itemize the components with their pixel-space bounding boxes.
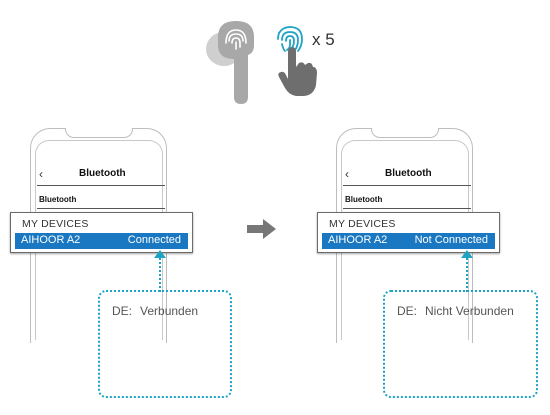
tap-count-label: x 5	[312, 30, 335, 49]
translation-callout-right: DE: Nicht Verbunden	[383, 290, 538, 398]
callout-lang: DE:	[397, 304, 418, 318]
device-name: AIHOOR A2	[21, 234, 81, 246]
devices-header: MY DEVICES	[22, 218, 89, 230]
device-row[interactable]: AIHOOR A2 Connected	[15, 233, 188, 249]
device-name: AIHOOR A2	[328, 234, 388, 246]
chevron-left-icon[interactable]: ‹	[39, 167, 43, 181]
arrow-right-icon	[247, 219, 276, 239]
phone-notch	[64, 128, 133, 138]
callout-text: Verbunden	[140, 304, 199, 318]
screen-title: Bluetooth	[385, 168, 432, 179]
bluetooth-row[interactable]: Bluetooth	[345, 195, 383, 204]
devices-header: MY DEVICES	[329, 218, 396, 230]
device-status: Not Connected	[414, 234, 488, 246]
my-devices-popup-left: MY DEVICES AIHOOR A2 Connected	[10, 212, 193, 253]
chevron-left-icon[interactable]: ‹	[345, 167, 349, 181]
callout-connector	[159, 258, 161, 292]
callout-connector	[466, 258, 468, 292]
tapping-hand-icon	[278, 47, 317, 96]
screen-title: Bluetooth	[79, 168, 126, 179]
phone-notch	[370, 128, 439, 138]
bluetooth-row[interactable]: Bluetooth	[39, 195, 77, 204]
earbud-icon	[206, 21, 254, 104]
divider	[37, 185, 165, 186]
fingerprint-touch-icon	[277, 26, 303, 52]
translation-callout-left: DE: Verbunden	[98, 290, 232, 398]
my-devices-popup-right: MY DEVICES AIHOOR A2 Not Connected	[317, 212, 500, 253]
device-row[interactable]: AIHOOR A2 Not Connected	[322, 233, 495, 249]
callout-pointer	[461, 250, 473, 258]
callout-text: Nicht Verbunden	[425, 304, 514, 318]
divider	[37, 208, 165, 209]
divider	[343, 185, 471, 186]
callout-lang: DE:	[112, 304, 133, 318]
callout-pointer	[154, 250, 166, 258]
divider	[343, 208, 471, 209]
device-status: Connected	[127, 234, 181, 246]
